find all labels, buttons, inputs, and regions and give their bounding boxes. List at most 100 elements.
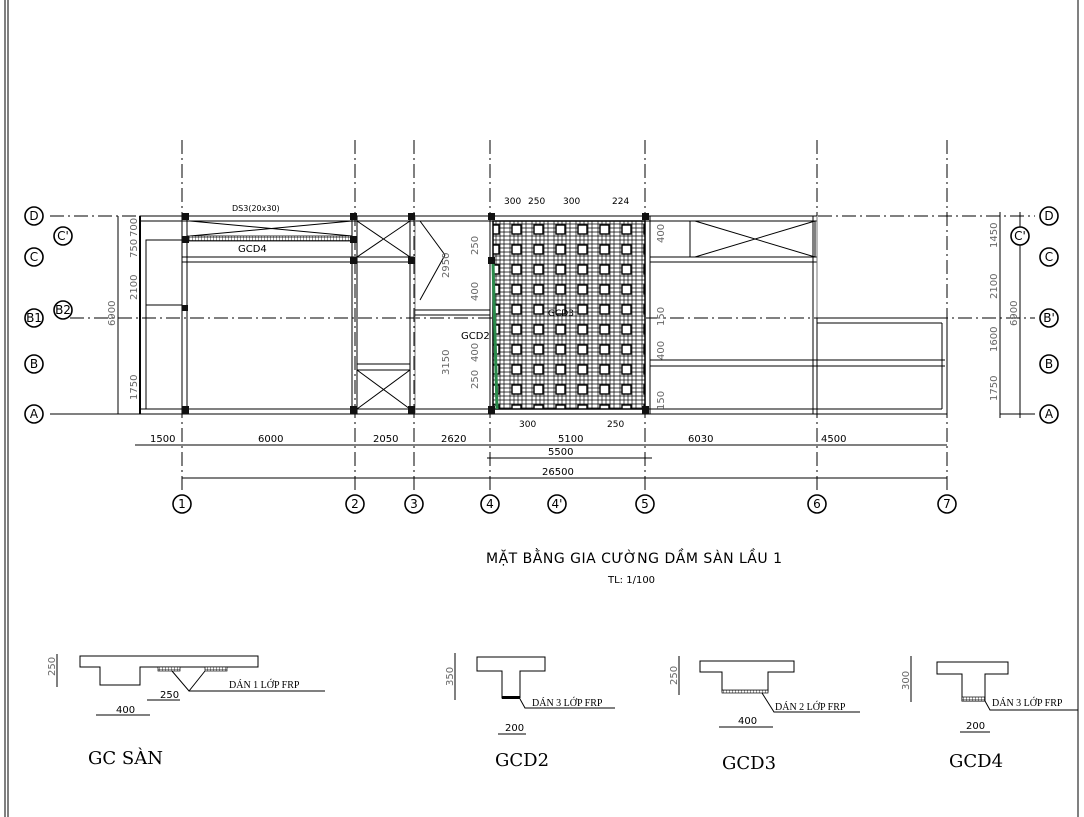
axis-bubble-left-D: D — [24, 206, 44, 226]
section-note: DÁN 3 LỚP FRP — [532, 697, 603, 709]
dim-text: 400 — [738, 716, 757, 727]
dim-text: 250 — [669, 666, 680, 685]
section-note: DÁN 1 LỚP FRP — [229, 679, 300, 691]
dim-text: 6030 — [688, 434, 713, 445]
dim-text: 1600 — [989, 327, 1000, 352]
svg-text:B': B' — [1043, 311, 1055, 325]
sheet-border — [4, 0, 1079, 817]
dim-text: 2100 — [129, 275, 140, 300]
bottom-dimensions: 1500 6000 2050 2620 5100 6030 4500 5500 … — [135, 197, 947, 479]
dim-text: 250 — [160, 690, 179, 701]
axis-bubble-5: 5 — [635, 494, 655, 514]
dim-text: 250 — [47, 657, 58, 676]
section-name: GCD2 — [495, 750, 549, 771]
dim-text: 300 — [519, 420, 536, 430]
dim-text: 400 — [470, 343, 481, 362]
dim-text: 6000 — [258, 434, 283, 445]
dim-text: 300 — [563, 197, 580, 207]
svg-text:C': C' — [1014, 229, 1026, 243]
section-note: DÁN 3 LỚP FRP — [992, 697, 1063, 709]
dim-text: 750 — [129, 239, 140, 258]
svg-text:B: B — [1045, 357, 1053, 371]
svg-text:B: B — [30, 357, 38, 371]
axis-bubble-2: 2 — [345, 494, 365, 514]
dim-text: 400 — [656, 224, 667, 243]
dim-text: 6900 — [1009, 301, 1020, 326]
dim-text: 2100 — [989, 274, 1000, 299]
svg-text:B1: B1 — [26, 311, 42, 325]
dim-text: 400 — [470, 282, 481, 301]
svg-text:A: A — [1045, 407, 1054, 421]
axis-bubble-7: 7 — [937, 494, 957, 514]
dim-text: 250 — [470, 236, 481, 255]
axis-bubble-right-D: D — [1039, 206, 1059, 226]
axis-bubble-4p: 4' — [547, 494, 567, 514]
dim-text: 200 — [505, 723, 524, 734]
axis-bubble-right-Cp: C' — [1010, 226, 1030, 246]
section-gcd3: 250 400 DÁN 2 LỚP FRP GCD3 — [669, 656, 860, 774]
section-name: GCD4 — [949, 751, 1003, 772]
axis-bubble-left-C: C — [24, 247, 44, 267]
section-name: GC SÀN — [88, 746, 163, 769]
axis-bubbles: 1 2 3 4 4' 5 6 7 D C' C B1 B2 B A D C' C… — [24, 206, 1059, 514]
section-gc-san: 250 400 250 DÁN 1 LỚP FRP GC SÀN — [47, 654, 325, 769]
label-gcd4: GCD4 — [238, 244, 267, 255]
right-dimensions: 1450 2100 1600 1750 6900 — [989, 212, 1021, 418]
left-dimensions: 700 750 2100 1750 6900 2950 3150 250 400… — [107, 216, 667, 414]
svg-text:6: 6 — [813, 497, 821, 511]
dim-text: 2620 — [441, 434, 466, 445]
section-name: GCD3 — [722, 753, 776, 774]
axis-bubble-right-C: C — [1039, 247, 1059, 267]
slab-reinforcement-mesh — [492, 220, 646, 410]
axis-bubble-3: 3 — [404, 494, 424, 514]
axis-bubble-left-B2: B2 — [53, 300, 73, 320]
axis-bubble-left-B1: B1 — [24, 308, 44, 328]
dim-text: 4500 — [821, 434, 846, 445]
dim-text: 250 — [607, 420, 624, 430]
dim-total: 26500 — [542, 467, 574, 478]
label-gcd2: GCD2 — [461, 331, 490, 342]
axis-bubble-left-Cp: C' — [53, 226, 73, 246]
beam-label-ds3: DS3(20x30) — [232, 204, 280, 213]
axis-bubble-left-A: A — [24, 404, 44, 424]
drawing-scale: TL: 1/100 — [607, 575, 655, 586]
svg-text:7: 7 — [943, 497, 951, 511]
dim-text: 250 — [470, 370, 481, 389]
dim-text: 3150 — [441, 350, 452, 375]
dim-text: 1750 — [989, 376, 1000, 401]
svg-text:D: D — [29, 209, 38, 223]
axis-bubble-1: 1 — [172, 494, 192, 514]
dim-text: 400 — [116, 705, 135, 716]
dim-text: 1500 — [150, 434, 175, 445]
svg-text:A: A — [30, 407, 39, 421]
svg-text:4': 4' — [552, 497, 563, 511]
dim-text: 2950 — [441, 253, 452, 278]
dim-text: 1450 — [989, 223, 1000, 248]
dim-text: 5100 — [558, 434, 583, 445]
dim-text: 150 — [656, 307, 667, 326]
label-gcd3: GCD3 — [548, 309, 574, 319]
svg-text:B2: B2 — [55, 303, 71, 317]
gcd2-beam — [491, 261, 499, 410]
svg-text:3: 3 — [410, 497, 418, 511]
svg-text:C: C — [30, 250, 38, 264]
columns — [182, 213, 649, 414]
svg-text:5: 5 — [641, 497, 649, 511]
dim-text: 6900 — [107, 301, 118, 326]
svg-text:1: 1 — [178, 497, 186, 511]
axis-bubble-right-A: A — [1039, 404, 1059, 424]
dim-text: 250 — [528, 197, 545, 207]
axis-bubble-left-B: B — [24, 354, 44, 374]
dim-text: 300 — [504, 197, 521, 207]
section-gcd4: 300 200 DÁN 3 LỚP FRP GCD4 — [901, 656, 1078, 772]
dim-text: 1750 — [129, 375, 140, 400]
dim-text: 700 — [129, 218, 140, 237]
svg-text:C: C — [1045, 250, 1053, 264]
svg-text:4: 4 — [486, 497, 494, 511]
gcd4-beam — [186, 235, 353, 242]
section-note: DÁN 2 LỚP FRP — [775, 701, 846, 713]
dim-text: 350 — [445, 667, 456, 686]
svg-text:2: 2 — [351, 497, 359, 511]
axis-bubble-right-B: B — [1039, 354, 1059, 374]
dim-text: 5500 — [548, 447, 573, 458]
